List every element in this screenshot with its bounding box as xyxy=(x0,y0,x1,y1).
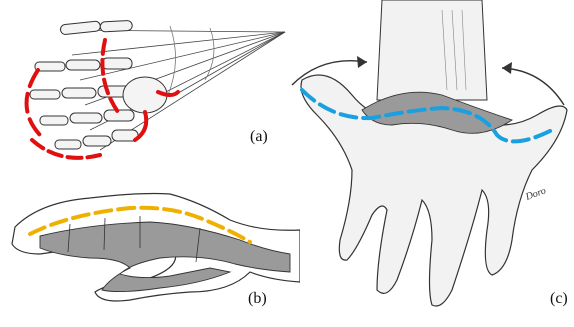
panel-c-drawing: Doro xyxy=(282,0,574,327)
right-arrow xyxy=(502,68,564,105)
forearm xyxy=(377,0,487,100)
panel-a-label: (a) xyxy=(250,128,268,146)
left-arrowhead xyxy=(357,56,367,68)
right-arrowhead xyxy=(502,62,512,74)
panel-c-label: (c) xyxy=(550,290,568,308)
artist-signature: Doro xyxy=(523,185,547,203)
panel-c-palm: Doro xyxy=(282,0,574,327)
panel-a-skeleton-cone xyxy=(0,0,300,175)
panel-a-drawing xyxy=(0,0,300,175)
panel-b-label: (b) xyxy=(248,290,267,308)
